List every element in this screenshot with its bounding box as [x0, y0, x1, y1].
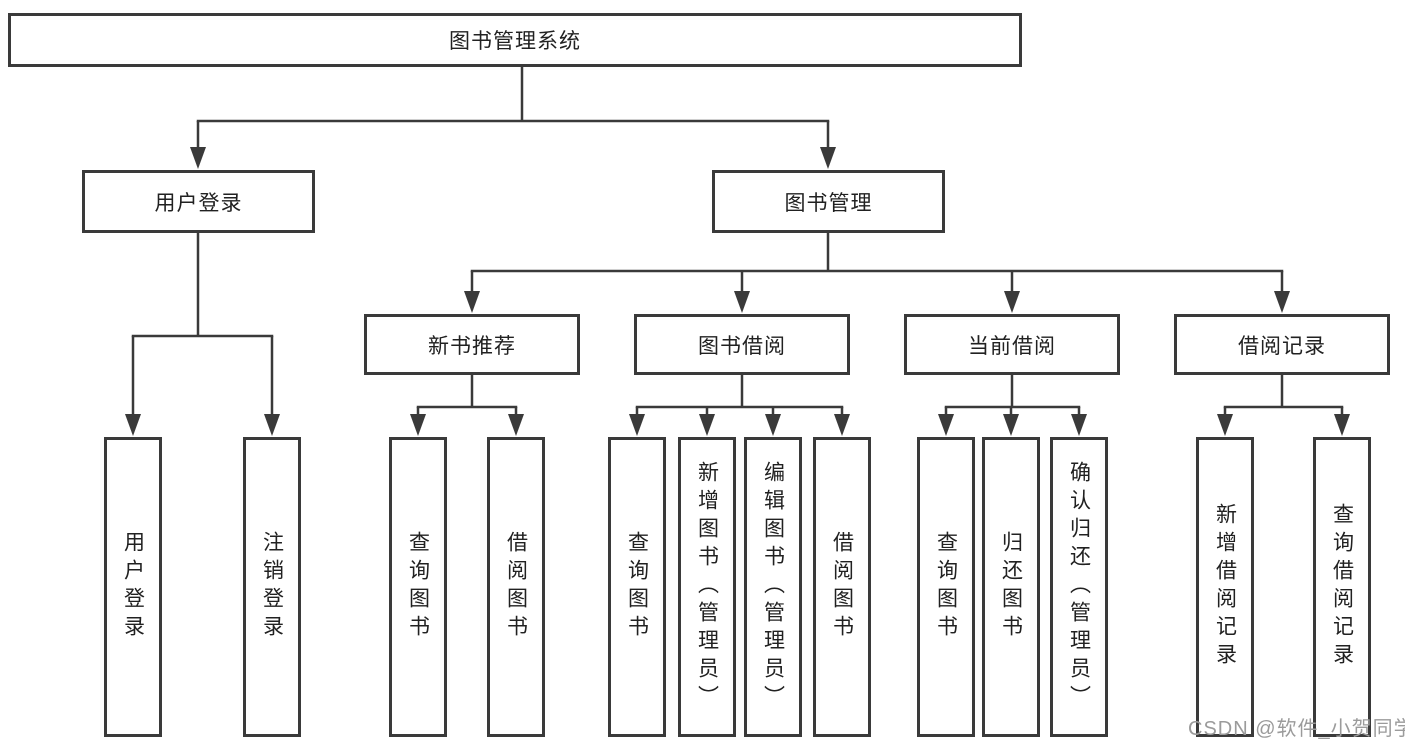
node-library-management-system: 图书管理系统	[8, 13, 1022, 67]
node-label: 查询图书	[406, 531, 430, 643]
leaf-borrow-book-recommend: 借阅图书	[487, 437, 545, 737]
leaf-query-book-borrow: 查询图书	[608, 437, 666, 737]
leaf-query-borrow-record: 查询借阅记录	[1313, 437, 1371, 737]
node-label: 借阅记录	[1238, 334, 1326, 358]
node-label: 新增借阅记录	[1213, 503, 1237, 671]
leaf-logout: 注销登录	[243, 437, 301, 737]
csdn-watermark: CSDN @软件_小贺同学	[1188, 718, 1405, 740]
leaf-add-book-admin: 新增图书（管理员）	[678, 437, 736, 737]
leaf-return-book: 归还图书	[982, 437, 1040, 737]
node-user-login: 用户登录	[82, 170, 315, 233]
node-label: 用户登录	[154, 191, 243, 215]
leaf-user-login: 用户登录	[104, 437, 162, 737]
node-label: 查询借阅记录	[1330, 503, 1354, 671]
leaf-query-book-recommend: 查询图书	[389, 437, 447, 737]
node-label: 查询图书	[625, 531, 649, 643]
node-label: 确认归还（管理员）	[1067, 461, 1091, 713]
leaf-borrow-book: 借阅图书	[813, 437, 871, 737]
node-borrowing-records: 借阅记录	[1174, 314, 1390, 375]
node-label: 用户登录	[121, 531, 145, 643]
node-new-book-recommendation: 新书推荐	[364, 314, 580, 375]
node-label: 注销登录	[260, 531, 284, 643]
node-label: 归还图书	[999, 531, 1023, 643]
leaf-edit-book-admin: 编辑图书（管理员）	[744, 437, 802, 737]
leaf-confirm-return-admin: 确认归还（管理员）	[1050, 437, 1108, 737]
node-book-borrowing: 图书借阅	[634, 314, 850, 375]
node-label: 图书管理	[784, 191, 873, 215]
node-current-borrowing: 当前借阅	[904, 314, 1120, 375]
node-label: 编辑图书（管理员）	[761, 461, 785, 713]
node-label: 借阅图书	[830, 531, 854, 643]
node-label: 新增图书（管理员）	[695, 461, 719, 713]
node-label: 查询图书	[934, 531, 958, 643]
node-label: 图书借阅	[698, 334, 786, 358]
leaf-query-book-current: 查询图书	[917, 437, 975, 737]
node-label: 图书管理系统	[449, 30, 581, 53]
node-label: 新书推荐	[428, 334, 516, 358]
leaf-add-borrow-record: 新增借阅记录	[1196, 437, 1254, 737]
node-label: 借阅图书	[504, 531, 528, 643]
node-label: 当前借阅	[968, 334, 1056, 358]
node-book-management: 图书管理	[712, 170, 945, 233]
